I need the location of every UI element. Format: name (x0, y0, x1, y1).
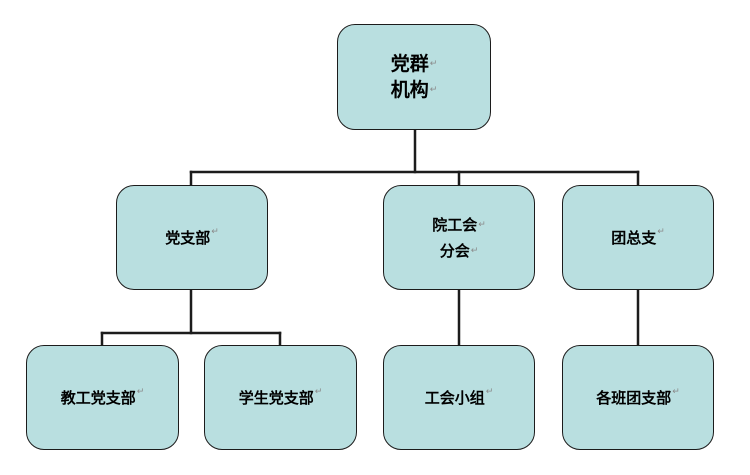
node-party-branch-label: 党支部 (165, 229, 211, 247)
node-party-branch: 党支部↵ (116, 185, 268, 290)
node-union-group: 工会小组↵ (383, 345, 535, 450)
paragraph-mark: ↵ (672, 387, 680, 397)
paragraph-mark: ↵ (211, 227, 219, 237)
node-league-branch: 团总支↵ (562, 185, 714, 290)
node-student-party-branch: 学生党支部↵ (204, 345, 357, 450)
paragraph-mark: ↵ (485, 387, 494, 397)
node-union-branch-line-2: 分会 (439, 241, 470, 260)
paragraph-mark: ↵ (429, 59, 438, 69)
paragraph-mark: ↵ (136, 387, 145, 397)
node-union-branch-line-1: 院工会 (432, 215, 478, 234)
node-teacher-party-branch-label: 教工党支部 (60, 389, 136, 407)
node-party-mass-organizations: 党群↵ 机构↵ (337, 24, 491, 130)
node-root-line-2: 机构 (390, 79, 429, 101)
paragraph-mark: ↵ (657, 227, 665, 237)
node-root-line-1: 党群 (390, 53, 429, 75)
paragraph-mark: ↵ (429, 85, 438, 95)
node-teacher-party-branch: 教工党支部↵ (26, 345, 179, 450)
node-league-branch-label: 团总支 (611, 229, 657, 247)
node-class-league-branches-label: 各班团支部 (596, 389, 672, 407)
node-class-league-branches: 各班团支部↵ (562, 345, 714, 450)
paragraph-mark: ↵ (470, 245, 479, 256)
node-student-party-branch-label: 学生党支部 (238, 389, 314, 407)
node-union-branch: 院工会↵ 分会↵ (383, 185, 535, 290)
paragraph-mark: ↵ (478, 219, 486, 230)
node-union-group-label: 工会小组 (424, 389, 485, 407)
paragraph-mark: ↵ (314, 387, 323, 397)
